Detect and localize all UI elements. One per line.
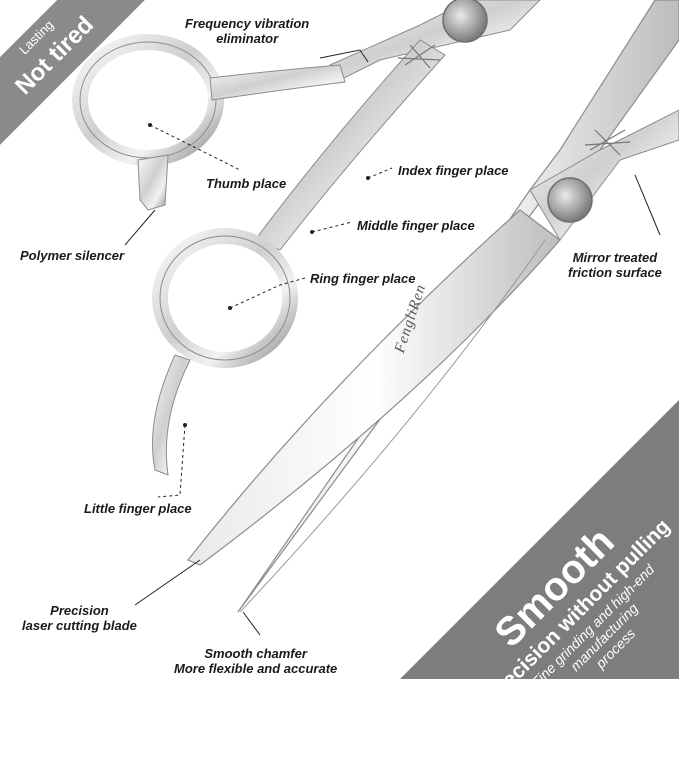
pivot-screw [547,177,593,223]
label-little: Little finger place [84,501,192,516]
engraving-mark [397,44,631,156]
scissors-illustration [72,0,679,679]
thumb-ring [72,34,224,166]
label-thumb: Thumb place [206,176,287,191]
banner-background [400,400,679,679]
solid-lines [124,49,661,636]
top-screw [442,0,488,43]
label-middle: Middle finger place [357,218,475,233]
polymer-silencer [137,154,169,211]
label-ring: Ring finger place [310,271,416,286]
upper-shank [329,0,541,81]
label-polymer: Polymer silencer [20,248,125,263]
front-blade [187,209,561,566]
pointer-lines [149,124,393,498]
lower-shank [254,39,446,251]
finger-rest [152,354,191,476]
finger-ring [152,228,298,368]
label-index: Index finger place [398,163,509,178]
